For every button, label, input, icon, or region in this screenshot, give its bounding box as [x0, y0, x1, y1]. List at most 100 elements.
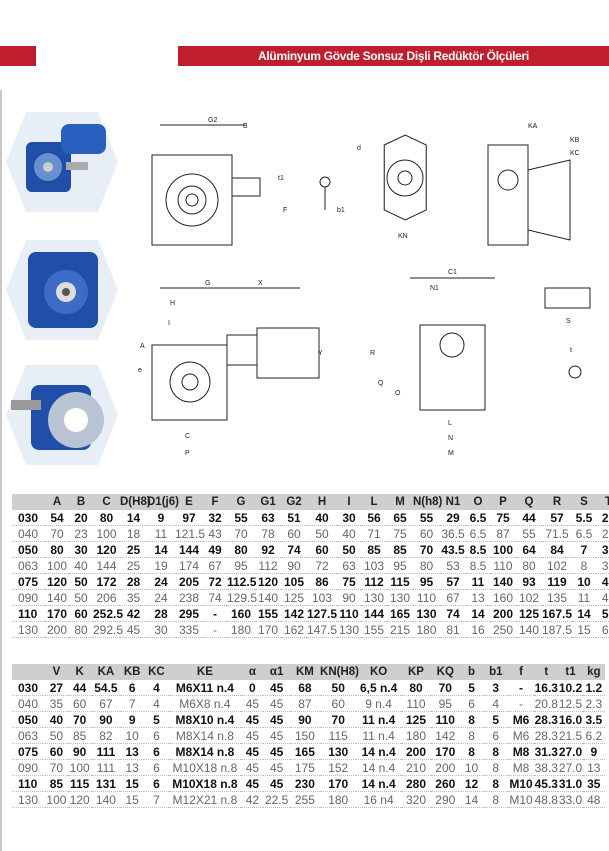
table-cell: 49 — [203, 541, 227, 558]
left-accent-bar — [0, 46, 36, 66]
table-cell: 45 — [241, 695, 264, 712]
table-cell: 95 — [431, 695, 460, 712]
table-cell: 105 — [281, 573, 307, 590]
column-header: KN(H8) — [320, 664, 360, 680]
table-cell: 110 — [12, 775, 46, 792]
table-cell: 36 — [596, 557, 609, 574]
table-cell: 11 — [572, 589, 596, 606]
table-cell: 74 — [203, 589, 227, 606]
table-cell: 55 — [516, 525, 542, 542]
table-cell: 78 — [255, 525, 281, 542]
column-header: A — [45, 494, 69, 510]
table-cell: 174 — [175, 557, 203, 574]
table-cell: 28 — [147, 605, 175, 622]
table-cell: 10 — [572, 573, 596, 590]
table-cell: 127.5 — [307, 605, 338, 622]
table-cell: 14 — [459, 791, 484, 808]
table-cell: 112.5 — [227, 573, 257, 590]
table-cell: 170 — [45, 605, 69, 622]
column-header — [12, 664, 46, 680]
table-cell: 50 — [320, 680, 357, 696]
table-cell: 090 — [12, 589, 45, 606]
table-cell: 5 — [144, 711, 169, 728]
table-cell: 70 — [431, 680, 460, 696]
column-header: T — [596, 494, 609, 510]
column-header: C — [93, 494, 120, 510]
table-cell: 45 — [120, 621, 147, 638]
column-header: G2 — [281, 494, 307, 510]
table-cell: 82 — [91, 727, 121, 744]
table-cell: 8 — [572, 557, 596, 574]
table-cell: 112 — [361, 573, 387, 590]
table-cell: 26 — [596, 525, 609, 542]
drawing-top-view: KA KB KC — [487, 123, 580, 246]
table-cell: 13 — [466, 589, 490, 606]
technical-drawings: G2 B t1 F b1 KN d KA KB KC G — [138, 117, 591, 457]
table-cell: 140 — [516, 621, 542, 638]
table-cell: 11 — [466, 573, 490, 590]
table-cell: 170 — [255, 621, 281, 638]
table-cell: 10 — [120, 727, 145, 744]
table-cell: 81 — [440, 621, 466, 638]
table-cell: 28.3 — [534, 727, 559, 744]
table-cell: 28.3 — [534, 711, 559, 728]
column-header: KC — [144, 664, 169, 680]
table-cell: 14 — [147, 541, 175, 558]
table-cell: 9 — [147, 510, 175, 526]
label-t1: t1 — [278, 175, 284, 182]
table-cell: 130 — [413, 605, 440, 622]
table-cell: 11 n.4 — [356, 727, 401, 744]
table-cell: 43.5 — [440, 541, 466, 558]
table-cell: 80 — [45, 541, 69, 558]
table-cell: 60 — [69, 605, 93, 622]
label-l: L — [448, 420, 452, 427]
table-cell: 21 — [596, 510, 609, 526]
table-cell: 140 — [490, 573, 516, 590]
table-cell: 8.5 — [466, 541, 490, 558]
table-cell: 6.5 — [466, 525, 490, 542]
table-cell: M10X18 n.8 — [168, 759, 242, 776]
label-b: B — [243, 123, 248, 130]
table-cell: 110 — [12, 605, 45, 622]
table-cell: 063 — [12, 727, 46, 744]
table-cell: 80 — [227, 541, 255, 558]
table-cell: 8 — [459, 711, 484, 728]
table-cell: 075 — [12, 743, 46, 760]
table-cell: 55 — [413, 510, 440, 526]
table-cell: 60 — [67, 695, 92, 712]
column-header: α1 — [263, 664, 290, 680]
table-cell: 35 — [120, 589, 147, 606]
table-cell: 6.2 — [582, 727, 605, 744]
table-cell: 100 — [45, 557, 69, 574]
table-cell: 100 — [67, 759, 92, 776]
table-cell: 45 — [263, 743, 290, 760]
table-cell: 15 — [572, 621, 596, 638]
table-cell: 67 — [91, 695, 121, 712]
table-cell: 8 — [483, 791, 508, 808]
column-header: V — [45, 664, 68, 680]
table-cell: 85 — [361, 541, 387, 558]
table-cell: 80 — [413, 557, 440, 574]
table-cell: M12X21 n.8 — [168, 791, 242, 808]
table-cell: 30 — [337, 510, 361, 526]
table-cell: 45 — [241, 759, 264, 776]
table-cell: 135 — [542, 589, 572, 606]
label-g: G — [205, 280, 210, 287]
table-cell: 6.5 — [466, 510, 490, 526]
table-cell: 250 — [490, 621, 516, 638]
table-cell: 120 — [45, 573, 69, 590]
table-cell: 125 — [400, 711, 432, 728]
table-cell: 102 — [542, 557, 572, 574]
table-cell: 85 — [387, 541, 413, 558]
table-cell: 50 — [69, 589, 93, 606]
label-q: Q — [378, 380, 384, 387]
table-cell: 87 — [490, 525, 516, 542]
table-cell: 110 — [337, 605, 361, 622]
table-cell: 130 — [387, 589, 413, 606]
table-cell: 15 — [120, 791, 145, 808]
